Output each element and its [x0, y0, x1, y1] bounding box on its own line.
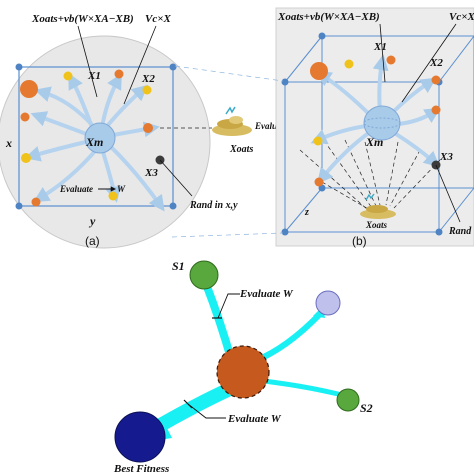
population-point	[114, 69, 124, 79]
y-axis-label: y	[88, 214, 96, 228]
x1-label-3d: X1	[373, 41, 387, 53]
panel-connectors	[171, 65, 284, 238]
evaluate-bottom-label: Evaluate W	[227, 413, 282, 425]
population-point	[431, 75, 441, 85]
evaluate-top-label: Evaluate W	[239, 288, 294, 300]
cube-back-face	[321, 35, 474, 189]
node-s1	[189, 260, 219, 290]
x3-label-3d: X3	[439, 151, 453, 163]
oats-pile-3d: Xoats	[360, 193, 396, 230]
z-axis-label: z	[304, 207, 309, 218]
center-label: Xm	[85, 135, 103, 149]
evaluate-bottom-pointer	[187, 403, 226, 419]
population-point	[20, 112, 30, 122]
corner-point	[15, 202, 23, 210]
panel-b: Xm X1 X2 X3 z Xoats+vb(W×XA−XB) Vc×X Ran…	[275, 7, 474, 248]
node-center	[216, 345, 270, 399]
best-fitness-label: Best Fitness	[113, 463, 169, 474]
rand-pointer-3d	[435, 164, 461, 223]
evaluate-label: Evaluate	[59, 184, 93, 194]
population-point	[431, 105, 441, 115]
population-point	[313, 136, 323, 146]
oats-label-3d: Xoats	[365, 220, 388, 230]
corner-point	[318, 32, 326, 40]
vc-pointer	[123, 25, 157, 105]
x3-label: X3	[144, 167, 158, 179]
rand-label: Rand in x,y	[189, 200, 238, 211]
oats-label: Xoats	[229, 144, 253, 155]
formula-pointer-3d	[379, 23, 386, 83]
s1-label: S1	[172, 259, 185, 273]
vc-label: Vc×X	[145, 13, 171, 25]
vc-pointer-3d	[401, 23, 457, 103]
population-point	[20, 80, 38, 98]
evaluate-top-pointer	[217, 293, 240, 319]
node-lavender	[315, 290, 341, 316]
projection-lines	[299, 134, 441, 211]
corner-point	[15, 63, 23, 71]
x2-label: X2	[141, 73, 155, 85]
formula-pointer	[77, 25, 98, 98]
panel-a-frame	[18, 66, 174, 207]
center-label-3d: Xm	[365, 135, 383, 149]
corner-point	[281, 78, 289, 86]
population-point	[21, 153, 31, 163]
x1-label: X1	[87, 70, 101, 82]
center-node	[84, 122, 116, 154]
population-point	[310, 62, 328, 80]
population-point	[108, 191, 118, 201]
node-best	[114, 411, 166, 463]
x2-label-3d: X2	[429, 57, 443, 69]
rand-label-3d: Rand	[448, 226, 472, 237]
corner-point	[435, 228, 443, 236]
caption-a: (a)	[85, 234, 100, 248]
corner-point	[281, 228, 289, 236]
oats-pile: Xoats Evaluate W	[160, 106, 316, 155]
panel-a: Xm X1 X2 X3 x y Xoats+vb(W×XA−XB) Vc×X E…	[0, 13, 238, 249]
node-s2	[336, 388, 360, 412]
population-point	[314, 177, 324, 187]
population-point	[31, 197, 41, 207]
corner-point	[169, 63, 177, 71]
vc-label-3d: Vc×X	[449, 11, 474, 23]
formula-label-3d: Xoats+vb(W×XA−XB)	[277, 11, 380, 23]
evaluate-target: W	[117, 184, 126, 194]
caption-b: (b)	[352, 234, 367, 248]
x-axis-label: x	[5, 136, 12, 150]
corner-point	[169, 202, 177, 210]
rand-pointer	[159, 159, 193, 197]
panel-c: S1 S2 Evaluate W Evaluate W Best Fitness	[113, 259, 373, 474]
population-point	[386, 55, 396, 65]
s2-label: S2	[360, 401, 373, 415]
oats-evaluate-label: Evaluate	[254, 121, 288, 131]
population-point	[344, 59, 354, 69]
formula-label: Xoats+vb(W×XA−XB)	[31, 13, 134, 25]
population-point	[143, 123, 153, 133]
panel-b-arrows	[310, 54, 441, 185]
population-point	[142, 85, 152, 95]
population-point	[63, 71, 73, 81]
